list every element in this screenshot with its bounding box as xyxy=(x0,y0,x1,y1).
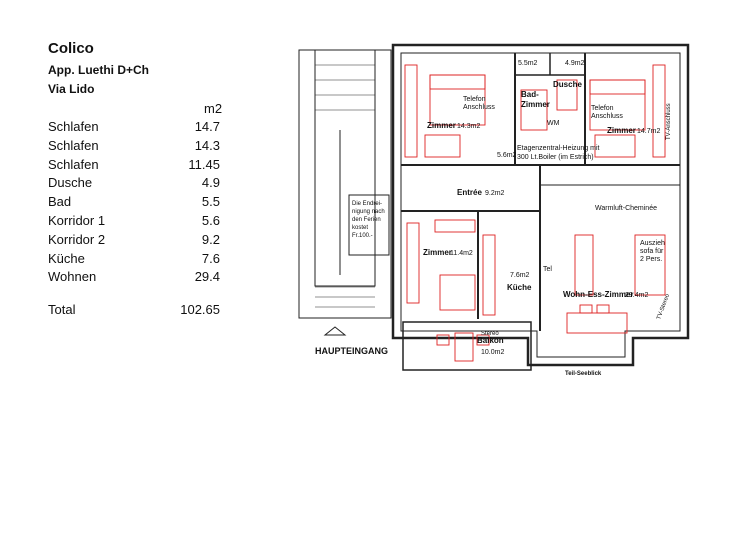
table-row: Korridor 2 9.2 xyxy=(48,231,228,250)
table-row: Schlafen 14.3 xyxy=(48,137,228,156)
shower-area-label: 4.9m2 xyxy=(565,60,585,67)
fireplace-label: Warmluft-Cheminée xyxy=(595,205,657,212)
furniture xyxy=(404,64,666,362)
balcony-label: Balkon xyxy=(477,336,504,345)
bath-area-label: 5.5m2 xyxy=(518,60,538,67)
lake-view-label: Teil-Seeblick xyxy=(565,371,602,377)
heating-note-2: 300 Lt.Boiler (im Estrich) xyxy=(517,154,594,161)
room-name: Korridor 2 xyxy=(48,231,106,247)
cleaning-note-3: den Ferien xyxy=(352,217,381,223)
sofa-note-2: sofa für xyxy=(640,248,664,255)
table-row: Schlafen 14.7 xyxy=(48,118,228,137)
kitchen-label: Küche xyxy=(507,283,532,292)
bath-label: Bad- xyxy=(521,90,539,99)
cleaning-note-4: kostet xyxy=(352,225,368,231)
living-room-area-label: 29.4m2 xyxy=(625,292,648,299)
stairwell xyxy=(298,49,392,319)
room-area: 29.4 xyxy=(194,269,220,285)
bath-label-2: Zimmer xyxy=(521,100,550,109)
room-area: 11.45 xyxy=(188,156,220,172)
phone-jack-label-2: Anschluss xyxy=(463,104,495,111)
tv-stereo-label: TV-Stereo xyxy=(656,293,671,321)
table-row: Dusche 4.9 xyxy=(48,174,228,193)
cleaning-note-5: Fr.100.- xyxy=(352,233,373,239)
room-area: 9.2 xyxy=(201,231,220,247)
sofa-note-3: 2 Pers. xyxy=(640,256,662,263)
cleaning-note: Die Endrei- xyxy=(352,201,382,207)
room-name: Küche xyxy=(48,250,85,266)
entrance-arrow xyxy=(323,326,347,336)
table-row: Wohnen 29.4 xyxy=(48,268,228,287)
cleaning-note-2: nigung nach xyxy=(352,209,385,215)
bedroom-label: Zimmer xyxy=(423,248,452,257)
room-area: 14.3 xyxy=(194,137,220,153)
bedroom-area-label: 14.3m2 xyxy=(457,123,480,130)
washing-machine-label: WM xyxy=(547,120,560,127)
phone-label: Tel xyxy=(543,266,552,273)
room-name: Schlafen xyxy=(48,119,99,134)
cleaning-note-box xyxy=(348,194,390,256)
outer-wall xyxy=(391,43,690,367)
room-area: 4.9 xyxy=(201,175,220,191)
property-title: Colico xyxy=(48,40,94,57)
table-row: Küche 7.6 xyxy=(48,250,228,269)
room-name: Wohnen xyxy=(48,269,97,285)
stair-steps xyxy=(315,64,375,308)
room-area: 5.5 xyxy=(201,194,220,210)
room-area: 5.6 xyxy=(201,212,220,228)
phone-jack-label: Telefon xyxy=(463,96,486,103)
balcony-area-label: 10.0m2 xyxy=(481,349,504,356)
apartment-name: App. Luethi D+Ch xyxy=(48,63,149,77)
kitchen-area-label: 7.6m2 xyxy=(510,272,530,279)
sofa-note: Auszieh xyxy=(640,240,665,247)
room-name: Schlafen xyxy=(48,156,99,172)
stereo-label: Stereo xyxy=(481,331,499,337)
table-row: Korridor 1 5.6 xyxy=(48,212,228,231)
balcony-outline xyxy=(402,321,532,371)
street-address: Via Lido xyxy=(48,82,95,96)
shower-label: Dusche xyxy=(553,80,582,89)
corridor-area-label: 5.6m2 xyxy=(497,152,517,159)
room-name: Schlafen xyxy=(48,137,99,153)
room-name: Dusche xyxy=(48,175,93,191)
table-row: Bad 5.5 xyxy=(48,193,228,212)
phone-jack-label-2: Anschluss xyxy=(591,113,623,120)
tv-jack-label: TV-Anschluss xyxy=(666,103,672,140)
bedroom-area-label: 14.7m2 xyxy=(637,128,660,135)
area-unit-header: m2 xyxy=(204,101,223,116)
total-value: 102.65 xyxy=(180,302,220,317)
main-entrance-label: HAUPTEINGANG xyxy=(315,346,388,356)
bedroom-label: Zimmer xyxy=(607,126,636,135)
floor-plan: 5.5m2 4.9m2 Bad- Zimmer Dusche WM Telefo… xyxy=(298,43,690,377)
room-name: Korridor 1 xyxy=(48,212,106,228)
heating-note: Etagenzentral-Heizung mit xyxy=(517,145,600,152)
room-area: 7.6 xyxy=(201,250,220,266)
entrance-hall-area-label: 9.2m2 xyxy=(485,190,505,197)
total-row: Total 102.65 xyxy=(48,302,228,317)
room-name: Bad xyxy=(48,194,72,210)
stair-flight xyxy=(314,49,376,287)
inner-wall xyxy=(400,52,681,358)
bedroom-area-label: 11.4m2 xyxy=(450,250,473,257)
total-label: Total xyxy=(48,302,76,317)
entrance-hall-label: Entrée xyxy=(457,188,482,197)
living-room-label: Wohn-Ess-Zimmer xyxy=(563,290,634,299)
bedroom-label: Zimmer xyxy=(427,121,456,130)
table-row: Schlafen 11.45 xyxy=(48,156,228,175)
room-area: 14.7 xyxy=(194,119,220,134)
phone-jack-label: Telefon xyxy=(591,105,614,112)
